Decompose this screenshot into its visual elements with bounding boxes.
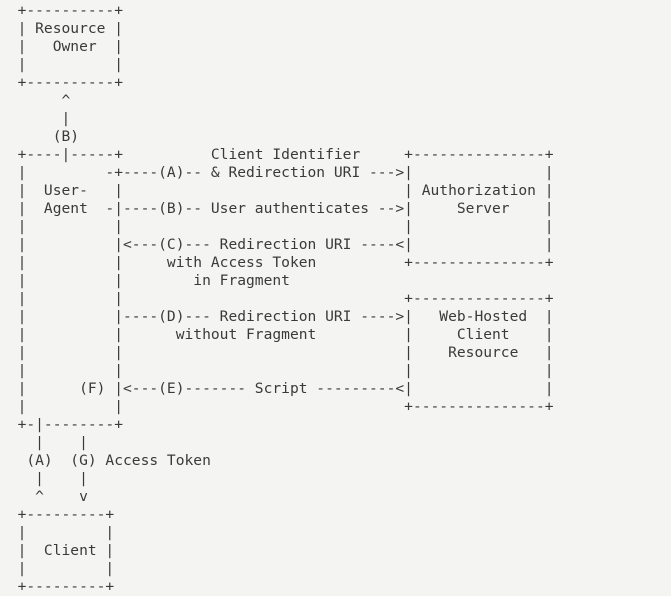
implicit-grant-flow-ascii-diagram: +----------+ | Resource | | Owner | | | … [17, 2, 554, 595]
